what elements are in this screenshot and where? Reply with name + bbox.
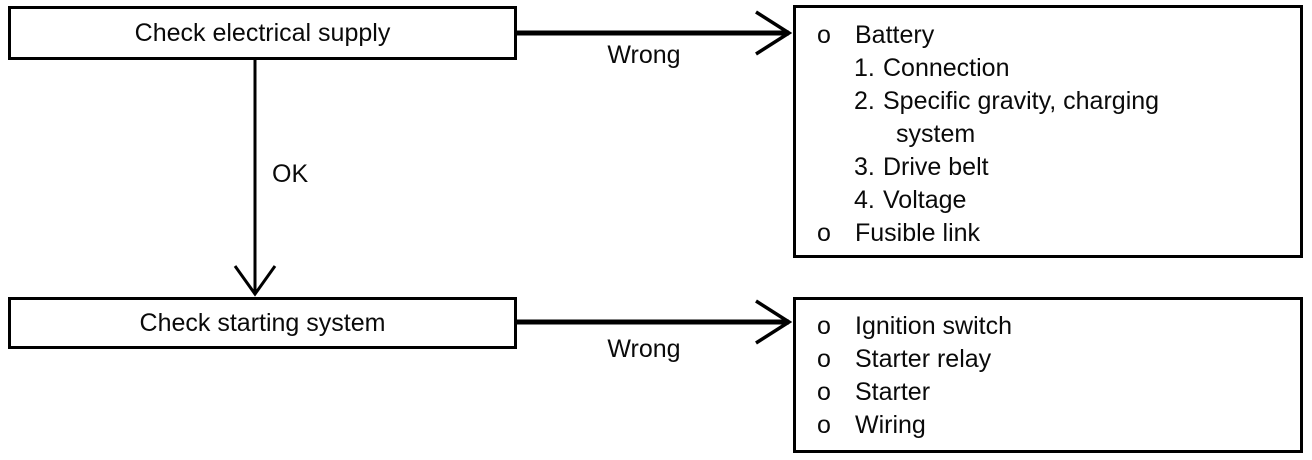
cause-box-electrical-supply: o Battery 1. Connection 2. Specific grav… [793, 5, 1303, 258]
bullet-marker: o [817, 21, 831, 49]
list-item-text: Starter relay [855, 345, 992, 373]
number-marker: 4. [854, 186, 875, 214]
list-item: o Wiring [796, 409, 1300, 442]
bullet-marker: o [817, 378, 831, 406]
list-item: 4. Voltage [796, 184, 1300, 217]
bullet-marker: o [817, 312, 831, 340]
list-item: 3. Drive belt [796, 151, 1300, 184]
list-item-text: Drive belt [883, 153, 989, 181]
edge-label-wrong-top: Wrong [607, 41, 681, 69]
list-item: o Fusible link [796, 217, 1300, 250]
step-label: Check electrical supply [134, 18, 391, 47]
list-item-text: Specific gravity, charging [883, 87, 1160, 115]
bullet-marker: o [817, 219, 831, 247]
step-box-check-starting-system: Check starting system [8, 297, 517, 349]
number-marker: 2. [854, 87, 875, 115]
arrow-wrong-top [517, 10, 793, 56]
list-item: o Starter relay [796, 343, 1300, 376]
cause-box-starting-system: o Ignition switch o Starter relay o Star… [793, 297, 1303, 453]
number-marker: 3. [854, 153, 875, 181]
bullet-marker: o [817, 411, 831, 439]
arrow-wrong-bottom [517, 299, 793, 345]
list-item: o Ignition switch [796, 310, 1300, 343]
list-item-text: Battery [855, 21, 935, 49]
edge-label-ok: OK [272, 160, 309, 188]
number-marker: 1. [854, 54, 875, 82]
bullet-marker: o [817, 345, 831, 373]
list-item: 2. Specific gravity, charging [796, 85, 1300, 118]
list-item-text: Voltage [883, 186, 967, 214]
list-item-text: Connection [883, 54, 1010, 82]
list-item-continuation: system [796, 118, 1300, 151]
edge-label-wrong-bottom: Wrong [607, 335, 681, 363]
step-label: Check starting system [139, 308, 386, 337]
list-item: 1. Connection [796, 52, 1300, 85]
list-item-text: system [896, 120, 976, 148]
list-item-text: Fusible link [855, 219, 981, 247]
list-item-text: Ignition switch [855, 312, 1013, 340]
step-box-check-electrical-supply: Check electrical supply [8, 6, 517, 60]
list-item-text: Starter [855, 378, 931, 406]
list-item-text: Wiring [855, 411, 926, 439]
list-item: o Starter [796, 376, 1300, 409]
arrow-ok-down [233, 60, 277, 297]
list-item: o Battery [796, 19, 1300, 52]
